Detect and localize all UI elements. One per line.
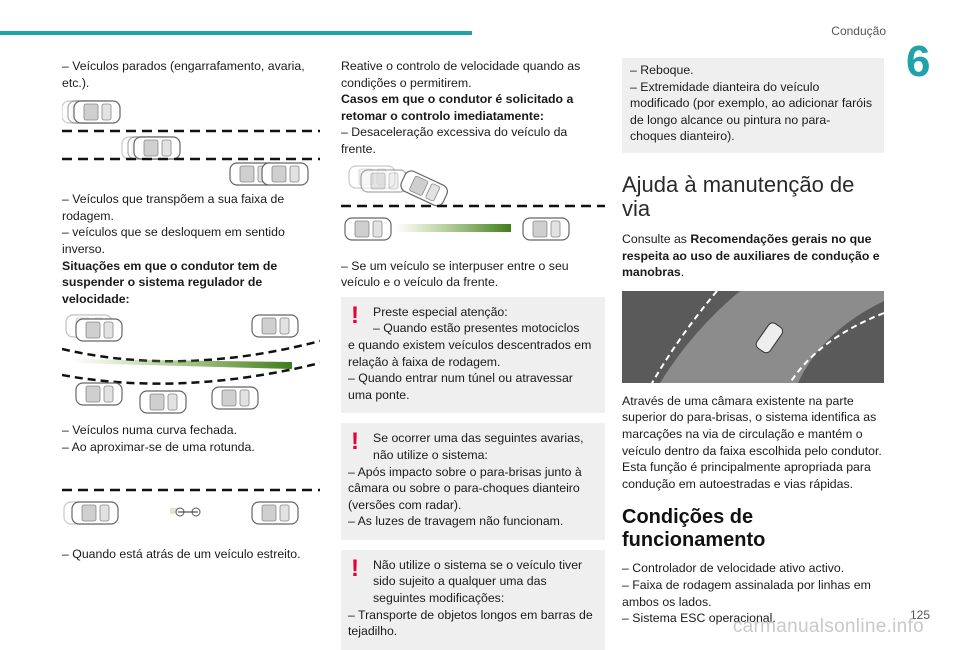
- text: Consulte as: [622, 231, 691, 246]
- warning-text: – Quando entrar num túnel ou atravessar …: [348, 371, 573, 402]
- column-2: Reative o controlo de velocidade quando …: [341, 58, 605, 650]
- illustration-curve: [62, 307, 320, 423]
- paragraph: – Controlador de velocidade ativo activo…: [622, 561, 845, 576]
- warning-icon: !: [351, 554, 359, 582]
- warning-icon: !: [351, 301, 359, 329]
- illustration-narrow-vehicle: [62, 455, 320, 546]
- paragraph: – Ao aproximar-se de uma rotunda.: [62, 439, 255, 454]
- paragraph: – Veículos que transpõem a sua faixa de …: [62, 192, 285, 223]
- illustration-deceleration: [341, 157, 605, 258]
- column-1: – Veículos parados (engarrafamento, avar…: [62, 58, 320, 562]
- paragraph: – Veículos parados (engarrafamento, avar…: [62, 59, 305, 90]
- paragraph: Através de uma câmara existente na parte…: [622, 393, 882, 491]
- warning-text: – Transporte de objetos longos em barras…: [348, 607, 593, 639]
- paragraph: – Desaceleração excessiva do veículo da …: [341, 125, 568, 156]
- warning-text: e quando existem veículos descentrados e…: [348, 337, 592, 369]
- paragraph: – Quando está atrás de um veículo estrei…: [62, 546, 301, 561]
- subheading: Casos em que o condutor é solicitado a r…: [341, 92, 574, 123]
- warning-text: – Após impacto sobre o para-brisas junto…: [348, 464, 582, 512]
- box-text: – Extremidade dianteira do veículo modif…: [630, 79, 872, 144]
- info-box: – Reboque. – Extremidade dianteira do ve…: [622, 58, 884, 153]
- section-heading: Ajuda à manutenção de via: [622, 171, 855, 221]
- recommendations-link[interactable]: Recomendações gerais no que respeita ao …: [622, 231, 880, 280]
- warning-icon: !: [351, 428, 359, 456]
- page-number: 125: [909, 608, 930, 622]
- section-title: Condução: [831, 24, 886, 38]
- paragraph: – Veículos numa curva fechada.: [62, 423, 237, 438]
- warning-box: ! Não utilize o sistema se o veículo tiv…: [341, 549, 605, 650]
- paragraph: – veículos que se desloquem em sentido i…: [62, 225, 285, 256]
- consult-paragraph: Consulte as Recomendações gerais no que …: [622, 231, 884, 281]
- chapter-number: 6: [906, 37, 931, 86]
- warning-box: ! Preste especial atenção: – Quando estã…: [341, 296, 605, 414]
- warning-text: Se ocorrer uma das seguintes avarias, nã…: [373, 431, 584, 462]
- paragraph: – Se um veículo se interpuser entre o se…: [341, 258, 569, 290]
- warning-text: Não utilize o sistema se o veículo tiver…: [373, 557, 583, 606]
- paragraph: Reative o controlo de velocidade quando …: [341, 59, 581, 90]
- header-accent-bar: [0, 31, 472, 35]
- paragraph: – Faixa de rodagem assinalada por linhas…: [622, 577, 871, 609]
- warning-box: ! Se ocorrer uma das seguintes avarias, …: [341, 423, 605, 540]
- illustration-stopped-vehicles: [62, 91, 320, 192]
- watermark: carmanualsonline.info: [732, 616, 924, 637]
- section-heading-2: Condições de funcionamento: [622, 506, 766, 552]
- warning-text: Preste especial atenção:: [373, 304, 508, 319]
- subheading: Situações em que o condutor tem de suspe…: [62, 258, 278, 306]
- text: .: [680, 265, 685, 280]
- illustration-lane-keep: [622, 290, 884, 383]
- box-text: – Reboque.: [630, 63, 694, 77]
- paragraph: – Sistema ESC operacional.: [622, 611, 776, 626]
- warning-text: – Quando estão presentes motociclos: [373, 321, 580, 336]
- warning-text: – As luzes de travagem não funcionam.: [348, 514, 564, 529]
- column-3: – Reboque. – Extremidade dianteira do ve…: [622, 58, 884, 627]
